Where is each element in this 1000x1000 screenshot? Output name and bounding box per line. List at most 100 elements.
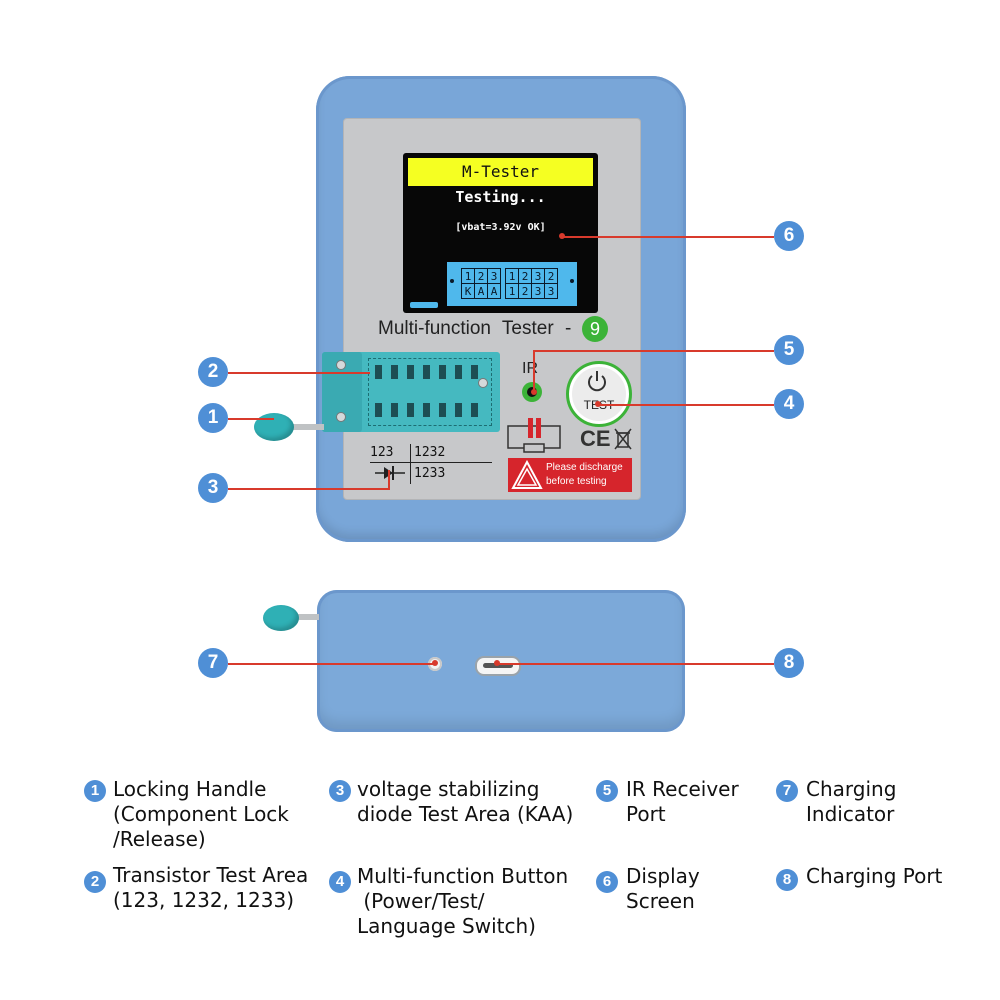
grid-cell: 2 (544, 268, 558, 284)
callout-line (598, 404, 774, 406)
screen-progress-bar (410, 302, 438, 308)
callout-line (496, 663, 774, 665)
zener-diode-icon (375, 466, 405, 480)
grid-cell: A (474, 283, 488, 299)
pin-label-divider (410, 444, 411, 484)
screw-icon (336, 412, 346, 422)
legend-badge: 5 (596, 780, 618, 802)
zif-pin-hole (391, 403, 398, 417)
grid-cell: 1 (505, 283, 519, 299)
legend-badge: 3 (329, 780, 351, 802)
grid-cell: 3 (531, 283, 545, 299)
callout-line (534, 350, 774, 352)
legend-badge: 1 (84, 780, 106, 802)
screen-pin-grid-row: 1 2 3 1 2 3 2 (461, 268, 558, 284)
transistor-test-area[interactable] (368, 358, 492, 426)
screen-dot-left (450, 279, 454, 283)
grid-cell: 3 (544, 283, 558, 299)
callout-line (228, 488, 390, 490)
ir-label: IR (522, 360, 538, 377)
usb-c-charging-port[interactable] (475, 656, 521, 676)
grid-cell: K (461, 283, 475, 299)
grid-cell: 2 (518, 268, 532, 284)
grid-cell: 1 (505, 268, 519, 284)
multi-function-button[interactable] (566, 361, 632, 427)
zif-pin-hole (439, 365, 446, 379)
screen-status: Testing... (455, 188, 546, 206)
zif-pin-hole (471, 403, 478, 417)
callout-badge-8: 8 (774, 648, 804, 678)
callout-badge-4: 4 (774, 389, 804, 419)
zif-pin-hole (391, 365, 398, 379)
warning-triangle-icon (511, 460, 543, 489)
callout-badge-1: 1 (198, 403, 228, 433)
callout-dot (531, 389, 537, 395)
callout-line (228, 663, 436, 665)
grid-cell: 1 (461, 268, 475, 284)
callout-line (228, 372, 370, 374)
zif-pin-hole (407, 403, 414, 417)
warning-text: Please discharge before testing (546, 461, 632, 489)
legend-text-diode-area: voltage stabilizing diode Test Area (KAA… (357, 777, 574, 826)
zif-pin-hole (455, 403, 462, 417)
zif-pin-hole (423, 403, 430, 417)
callout-line (533, 350, 535, 392)
zif-pin-hole (407, 365, 414, 379)
side-locking-handle-bar (295, 614, 319, 620)
side-locking-handle[interactable] (263, 605, 299, 631)
weee-bin-icon (614, 428, 632, 450)
pin-label-123: 123 (370, 445, 394, 460)
grid-cell: 2 (518, 283, 532, 299)
legend-text-multi-button: Multi-function Button (Power/Test/ Langu… (357, 864, 569, 938)
callout-badge-3: 3 (198, 473, 228, 503)
callout-dot (432, 660, 438, 666)
screen-pin-grid: 1 2 3 1 2 3 2 K A A 1 2 3 3 (461, 268, 558, 299)
legend-text-charging-indicator: Charging Indicator (806, 777, 897, 826)
legend-badge: 4 (329, 871, 351, 893)
legend-badge: 6 (596, 871, 618, 893)
ce-mark: CE (580, 426, 611, 451)
callout-line (228, 418, 274, 420)
screw-icon (478, 378, 488, 388)
legend-text-locking-handle: Locking Handle (Component Lock /Release) (113, 777, 289, 851)
callout-badge-6: 6 (774, 221, 804, 251)
legend-badge: 8 (776, 869, 798, 891)
zif-pin-hole (455, 365, 462, 379)
screen-vbat-readout: [vbat=3.92v OK] (455, 222, 546, 233)
legend-text-display: Display Screen (626, 864, 700, 913)
legend-badge: 2 (84, 871, 106, 893)
callout-badge-7: 7 (198, 648, 228, 678)
callout-dot (559, 233, 565, 239)
legend-badge: 7 (776, 780, 798, 802)
pin-label-divider (370, 462, 492, 463)
screen-dot-right (570, 279, 574, 283)
power-icon (588, 371, 606, 392)
legend-text-ir-port: IR Receiver Port (626, 777, 739, 826)
grid-cell: 3 (487, 268, 501, 284)
warning-line: Please discharge (546, 462, 623, 473)
zif-pin-hole (375, 365, 382, 379)
model-number-badge: 9 (582, 316, 608, 342)
zif-pin-hole (471, 365, 478, 379)
callout-dot (494, 660, 500, 666)
zif-pin-hole (423, 365, 430, 379)
grid-cell: A (487, 283, 501, 299)
capacitor-icon (507, 418, 561, 453)
zif-pin-hole (439, 403, 446, 417)
callout-badge-5: 5 (774, 335, 804, 365)
model-label: Multi-function Tester - (378, 318, 572, 339)
grid-cell: 3 (531, 268, 545, 284)
grid-cell: 2 (474, 268, 488, 284)
legend-text-charging-port: Charging Port (806, 864, 943, 888)
locking-handle-bar (290, 424, 324, 430)
screen-pin-grid-row: K A A 1 2 3 3 (461, 283, 558, 299)
screen-title: M-Tester (408, 158, 593, 186)
legend-text-transistor-area: Transistor Test Area (123, 1232, 1233) (113, 863, 309, 912)
screw-icon (336, 360, 346, 370)
pin-label-1233: 1233 (414, 466, 446, 481)
zif-pin-hole (375, 403, 382, 417)
locking-handle[interactable] (254, 413, 294, 441)
pin-label-1232: 1232 (414, 445, 446, 460)
callout-dot (595, 401, 601, 407)
callout-badge-2: 2 (198, 357, 228, 387)
